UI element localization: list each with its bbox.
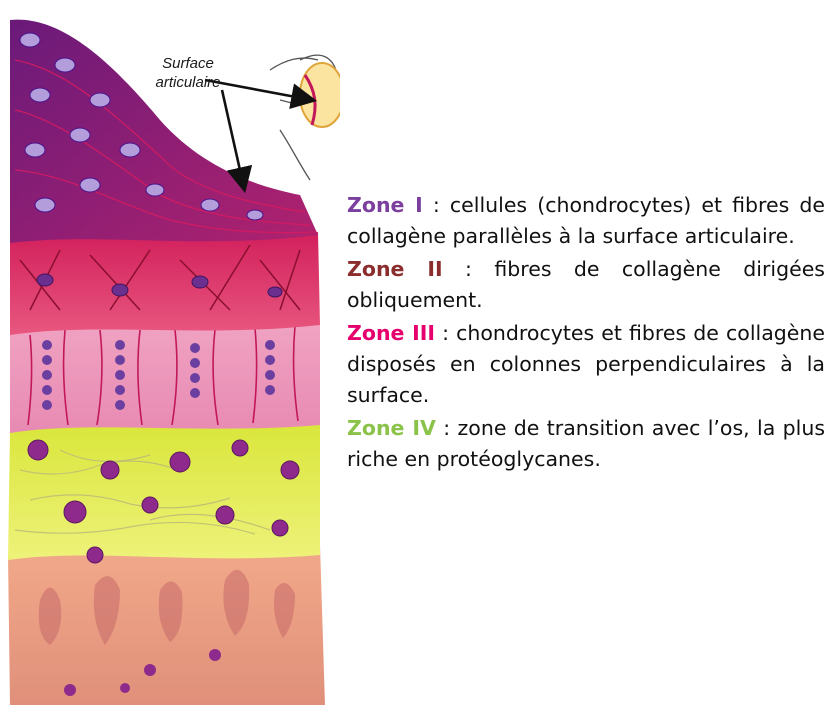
zone-iv-layer — [8, 422, 320, 560]
knee-joint-sketch — [270, 55, 340, 180]
zone-ii-entry: Zone II : fibres de collagène dirigées o… — [347, 254, 825, 316]
zone-iii-title: Zone III — [347, 321, 435, 345]
zone-ii-layer — [10, 232, 320, 335]
zone-iv-title: Zone IV — [347, 416, 436, 440]
surface-articulaire-label: Surface articulaire — [138, 54, 238, 92]
zone-i-title: Zone I — [347, 193, 423, 217]
callout-line-1: Surface — [138, 54, 238, 73]
zone-ii-title: Zone II — [347, 257, 443, 281]
zone-iv-entry: Zone IV : zone de transition avec l’os, … — [347, 413, 825, 475]
zone-i-entry: Zone I : cellules (chondrocytes) et fibr… — [347, 190, 825, 252]
callout-line-2: articulaire — [138, 73, 238, 92]
zone-iii-entry: Zone III : chondrocytes et fibres de col… — [347, 318, 825, 411]
zone-legend: Zone I : cellules (chondrocytes) et fibr… — [347, 190, 825, 477]
articular-cartilage-illustration — [0, 0, 340, 708]
